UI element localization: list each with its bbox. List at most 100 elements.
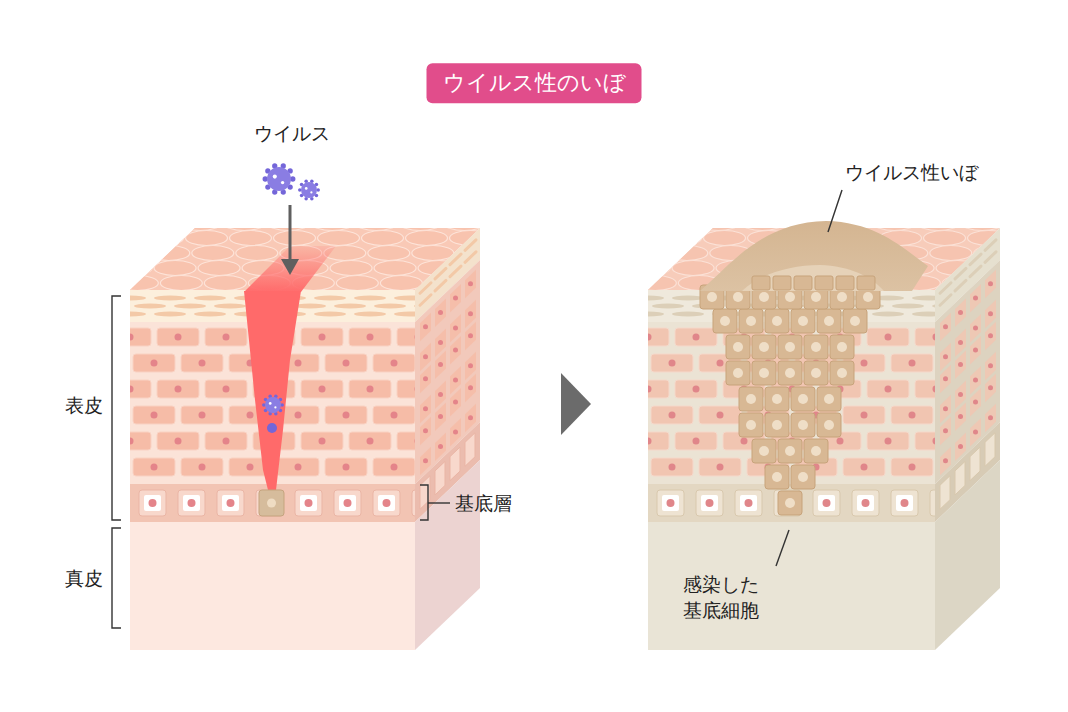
illustration-part <box>465 374 476 403</box>
illustration-part <box>917 216 959 231</box>
illustration-part <box>675 432 717 450</box>
illustration-part <box>349 432 391 450</box>
illustration-part <box>130 295 146 300</box>
illustration-part <box>412 246 454 261</box>
illustration-part <box>391 360 398 367</box>
illustration-part <box>151 464 158 471</box>
illustration-part <box>181 406 223 424</box>
illustration-part <box>717 412 724 419</box>
illustration-part <box>1012 231 1054 246</box>
virus-label: ウイルス <box>254 121 330 146</box>
front-face <box>648 290 935 650</box>
illustration-part <box>915 380 935 398</box>
illustration-part <box>726 335 750 359</box>
illustration-part <box>955 350 966 379</box>
illustration-part <box>940 283 951 294</box>
illustration-part <box>675 380 717 398</box>
illustration-part <box>468 281 473 286</box>
illustration-part <box>958 340 963 345</box>
illustration-part <box>178 490 205 516</box>
illustration-part <box>362 231 404 246</box>
illustration-part <box>933 334 936 341</box>
illustration-part <box>720 316 730 326</box>
illustration-part <box>435 268 446 279</box>
illustration-part <box>383 499 391 507</box>
illustration-part <box>776 530 789 566</box>
illustration-part <box>438 340 443 345</box>
illustration-part <box>277 458 319 476</box>
side-epidermis <box>415 260 480 484</box>
illustration-part <box>873 216 915 231</box>
illustration-part <box>699 406 741 424</box>
illustration-part <box>154 261 196 276</box>
illustration-part <box>468 385 473 390</box>
illustration-part <box>843 406 885 424</box>
illustration-part <box>943 354 948 359</box>
illustration-part <box>590 276 632 291</box>
illustration-part <box>778 335 802 359</box>
illustration-part <box>791 413 815 437</box>
illustration-part <box>837 438 844 445</box>
illustration-part <box>374 303 406 308</box>
illustration-part <box>130 484 415 522</box>
illustration-part <box>305 187 308 190</box>
illustration-part <box>450 447 460 481</box>
illustration-part <box>223 438 230 445</box>
illustration-part <box>867 328 909 346</box>
illustration-part <box>391 412 398 419</box>
illustration-part <box>701 495 718 511</box>
illustration-part <box>397 380 415 398</box>
virus-particle <box>267 423 277 433</box>
virus-particle <box>263 163 296 195</box>
illustration-part <box>830 361 854 385</box>
illustration-part <box>468 311 473 316</box>
illustration-part <box>811 446 821 456</box>
illustration-part <box>741 216 783 231</box>
illustration-part <box>740 495 757 511</box>
illustration-part <box>354 311 386 316</box>
illustration-part <box>706 499 714 507</box>
illustration-part <box>157 380 199 398</box>
illustration-part <box>423 428 428 433</box>
illustration-part <box>175 386 182 393</box>
brackets <box>112 190 842 628</box>
illustration-part <box>453 430 458 435</box>
illustration-part <box>301 182 317 198</box>
illustration-part <box>791 309 815 333</box>
illustration-part <box>885 386 892 393</box>
illustration-part <box>450 388 461 417</box>
illustration-part <box>837 292 847 302</box>
illustration-part <box>199 412 206 419</box>
illustration-part <box>188 499 196 507</box>
illustration-part <box>648 386 652 393</box>
basal-layer-label: 基底層 <box>455 491 512 516</box>
illustration-part <box>785 342 795 352</box>
illustration-part <box>909 412 916 419</box>
illustration-part <box>955 402 966 431</box>
illustration-part <box>412 490 415 516</box>
illustration-part <box>811 342 821 352</box>
illustration-part <box>628 261 670 276</box>
illustration-part <box>374 261 416 276</box>
illustration-part <box>183 495 200 511</box>
illustration-part <box>648 380 669 398</box>
illustration-part <box>818 495 835 511</box>
illustration-part <box>830 335 854 359</box>
illustration-part <box>300 495 317 511</box>
illustration-part <box>651 406 693 424</box>
epidermis-label: 表皮 <box>65 393 103 418</box>
infected-cell-label: 感染した 基底細胞 <box>676 572 765 623</box>
illustration-part <box>746 394 756 404</box>
illustration-part <box>435 432 446 461</box>
illustration-part <box>330 261 372 276</box>
illustration-part <box>739 309 763 333</box>
illustration-part <box>301 380 343 398</box>
illustration-part <box>175 334 182 341</box>
illustration-part <box>798 420 808 430</box>
illustration-part <box>368 246 410 261</box>
side-dermis <box>935 460 1000 650</box>
illustration-part <box>940 447 951 476</box>
illustration-part <box>450 284 461 313</box>
illustration-part <box>465 252 476 262</box>
illustration-part <box>343 464 350 471</box>
